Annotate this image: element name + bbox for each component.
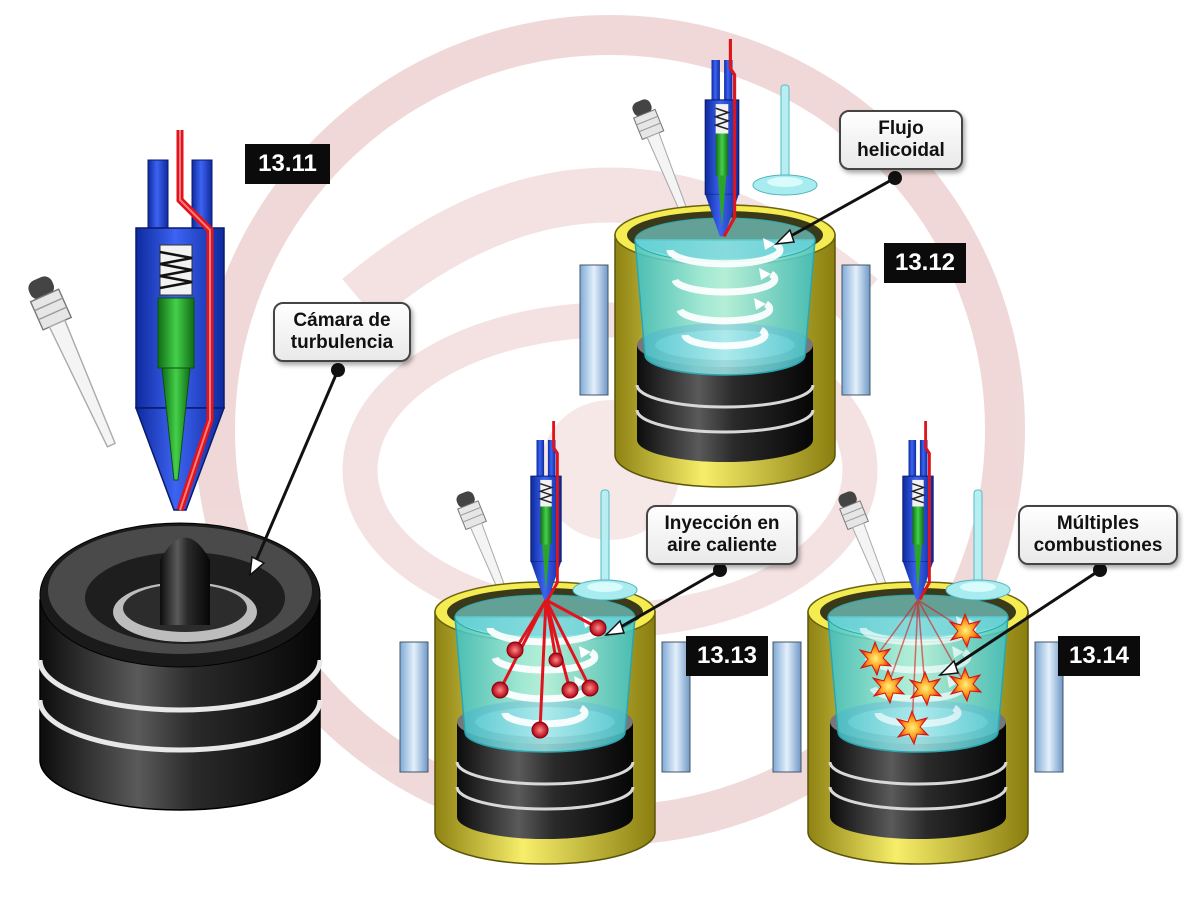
- callout-leader: [248, 369, 340, 576]
- turbulence-chamber: [37, 522, 323, 811]
- callout-leader: [611, 568, 721, 634]
- figure-number-13-12: 13.12: [884, 243, 966, 283]
- callout-line-1: Flujo: [878, 118, 924, 139]
- callout-helical-flow: Flujo helicoidal: [839, 110, 963, 170]
- figure-13-11: [22, 130, 345, 811]
- injector-icon: [901, 419, 935, 602]
- fuel-droplet-icon: [491, 619, 607, 739]
- callout-line-1: Múltiples: [1056, 513, 1140, 534]
- arrowhead: [773, 228, 796, 245]
- figure-13-14: [771, 419, 1107, 866]
- callout-dot: [1093, 563, 1107, 577]
- callout-dot: [713, 563, 727, 577]
- callout-line-2: aire caliente: [667, 535, 777, 556]
- figure-13-12: [578, 37, 902, 489]
- callout-dot: [331, 363, 345, 377]
- callout-line-2: combustiones: [1033, 535, 1163, 556]
- figure-number-13-14: 13.14: [1058, 636, 1140, 676]
- callout-injection-hot-air: Inyección en aire caliente: [646, 505, 798, 565]
- callout-line-1: Inyección en: [664, 513, 780, 534]
- arrowhead: [603, 619, 626, 636]
- callout-line-2: turbulencia: [290, 332, 394, 353]
- callout-line-2: helicoidal: [857, 140, 945, 161]
- callout-turbulence-chamber: Cámara de turbulencia: [273, 302, 411, 362]
- figure-number-13-13: 13.13: [686, 636, 768, 676]
- callout-line-1: Cámara de: [293, 310, 391, 331]
- callout-dot: [888, 171, 902, 185]
- arrowhead: [937, 659, 960, 676]
- arrowhead: [249, 555, 266, 577]
- callout-multiple-combustions: Múltiples combustiones: [1018, 505, 1178, 565]
- injector-icon: [134, 130, 226, 512]
- spray-lines: [874, 599, 966, 728]
- callout-leader: [944, 568, 1101, 674]
- figure-number-13-11: 13.11: [245, 144, 330, 184]
- callout-leader: [779, 176, 896, 244]
- fuel-spray: [498, 598, 599, 731]
- glow-plug-icon: [22, 271, 127, 453]
- figure-13-13: [398, 419, 727, 866]
